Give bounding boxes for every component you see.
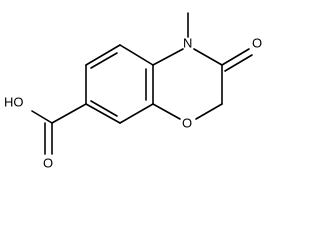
oxazinone-ring	[152, 12, 253, 120]
chemical-structure-diagram: N O O O HO	[4, 12, 262, 170]
carboxylic-acid	[31, 103, 87, 155]
benzene-ring	[85, 44, 154, 124]
bond-c4a-c5-inner	[90, 52, 118, 69]
bond-carbonyl-c-o	[221, 48, 250, 66]
atom-label-acid-carbonyl-o: O	[43, 155, 53, 170]
atom-label-n: N	[183, 35, 192, 50]
bond-n-carbonyl-c	[193, 48, 223, 66]
bond-c7-c8a	[119, 103, 154, 124]
atom-label-ring-o: O	[182, 115, 192, 130]
bond-c4b-c4a	[119, 44, 154, 66]
bond-c4b-n	[152, 48, 184, 66]
bond-ch2-ring-o	[195, 103, 223, 120]
bond-acid-c-oh	[31, 110, 53, 124]
bond-carbonyl-c-o-double	[224, 54, 253, 72]
bond-c6-c7-inner	[90, 100, 118, 117]
atom-label-carbonyl-o: O	[252, 35, 262, 50]
bond-c4a-c5	[85, 44, 121, 66]
bond-c6-c7	[85, 103, 121, 124]
bond-c6-acid-c	[51, 103, 87, 124]
bond-ring-o-c8a	[152, 103, 181, 120]
atom-label-hydroxyl: HO	[4, 94, 24, 109]
